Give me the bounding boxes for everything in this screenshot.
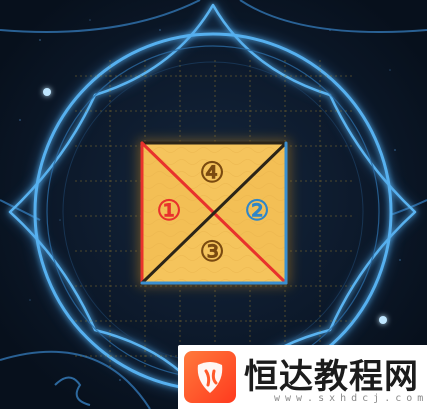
site-watermark: 恒达教程网 www.sxhdcj.com [178,345,427,409]
background-stars [19,19,401,381]
site-logo-icon [184,351,236,403]
site-title: 恒达教程网 [244,357,419,397]
star-frame [7,2,418,409]
site-url: www.sxhdcj.com [274,393,427,404]
rune-glyph [54,376,91,406]
ring-gems [43,88,387,324]
piece-edges [140,141,288,285]
